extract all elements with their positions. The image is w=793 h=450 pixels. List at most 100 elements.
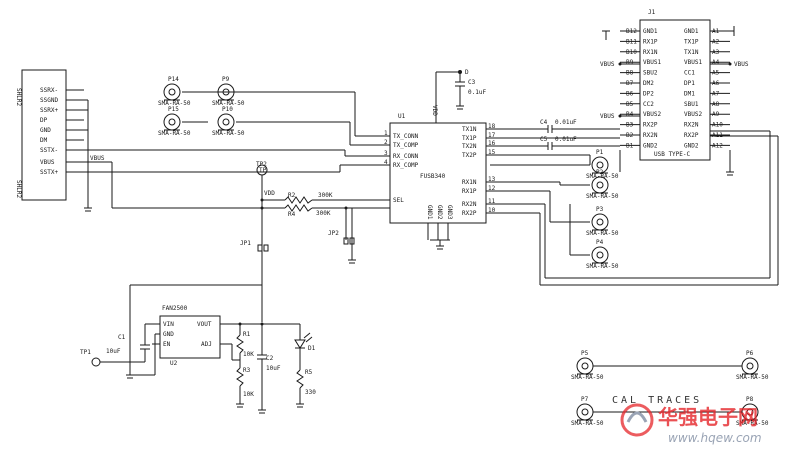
r3-ref: R3 [243,367,251,374]
left-connector-pin-1: SSGND [40,97,58,104]
r3-value: 10K [243,391,254,398]
sma-p3-label: SMA-RA-50 [586,230,619,237]
sma-p4-ref: P4 [596,239,604,246]
usb-c-right-pin-3: VBUS1 [684,59,702,66]
usb-c-left-pin-7: CC2 [643,101,654,108]
usb-c-right-pin-2: TX1N [684,49,699,56]
tp2-label: TP2 [256,161,267,168]
sma-p14-ref: P14 [168,76,179,83]
usb-c-vbus-right: VBUS [734,61,749,68]
usb-c-ref: J1 [648,9,656,16]
sma-p10-label: SMA-RA-50 [212,130,245,137]
usb-c-type: USB TYPE-C [654,151,691,158]
cal-sma-p6-label: SMA-RA-50 [736,374,769,381]
c1-ref: C1 [118,334,126,341]
left-connector-pin-6: SSTX- [40,147,58,154]
sma-p3-ref: P3 [596,206,604,213]
r1-value: 10K [243,351,254,358]
r2-value: 300K [318,192,333,199]
u1-bottom-pin-2: GND3 [446,205,453,220]
u1-right-pin-0: TX1N [462,126,477,133]
vdd-net-label: VDD [264,190,275,197]
u1-left-pin-2: RX_CONN [393,153,419,160]
u2-pin-vout: VOUT [197,321,212,328]
u2-pin-vin: VIN [163,321,174,328]
c1-value: 10uF [106,348,121,355]
u1-right-num-7: 10 [488,207,496,214]
r5-ref: R5 [305,369,313,376]
watermark-url: www.hqew.com [668,431,762,445]
u1-left-pin-1: TX_COMP [393,142,419,149]
tp-inner-label: TP [259,167,267,174]
vbus-net-label-left: VBUS [90,155,105,162]
left-connector-pin-0: SSRX- [40,87,58,94]
u1-right-pin-1: TX1P [462,135,477,142]
jp1-label: JP1 [240,240,251,247]
sma-right-group: P1SMA-RA-50P2SMA-RA-50P3SMA-RA-50P4SMA-R… [490,149,619,270]
usb-c-right-pin-6: DM1 [684,90,695,97]
left-connector-ref-bottom: SHLR2 [15,180,22,198]
u1-supply-label: D [465,69,469,76]
cal-sma-p6-ref: P6 [746,350,754,357]
cal-sma-p8-ref: P8 [746,396,754,403]
u1-right-num-4: 13 [488,176,496,183]
usb-c-left-pin-4: SBU2 [643,70,658,77]
u1-right-pin-4: RX1N [462,179,477,186]
watermark: 华强电子网 www.hqew.com [620,403,762,445]
u1-left-pin-3: RX_COMP [393,162,419,169]
u1-bottom-pin-1: GND2 [436,205,443,220]
c2-value: 10uF [266,365,281,372]
u2-pin-adj: ADJ [201,341,212,348]
sma-p9-ref: P9 [222,76,230,83]
sma-p14-label: SMA-RA-50 [158,100,191,107]
u1-redriver: U1 FUSB340 VDD TX_CONN1TX_COMP2RX_CONN3R… [384,105,496,240]
sma-p1-label: SMA-RA-50 [586,173,619,180]
jp2-label: JP2 [328,230,339,237]
sma-p15-ref: P15 [168,106,179,113]
watermark-cn: 华强电子网 [658,405,758,429]
usb-c-right-pin-4: CC1 [684,70,695,77]
usb-c-vbus-left2: VBUS [600,113,615,120]
usb-c-right-pin-9: RX2N [684,122,699,129]
u1-part: FUSB340 [420,173,446,180]
left-connector-pin-7: VBUS [40,159,55,166]
sma-left-group: P14SMA-RA-50P15SMA-RA-50P9SMA-RA-50P10SM… [158,76,245,137]
u1-right-num-5: 12 [488,185,496,192]
sma-p2-label: SMA-RA-50 [586,193,619,200]
u1-left-num-2: 3 [384,150,388,157]
sma-p2-ref: P2 [596,169,604,176]
u1-right-pin-6: RX2N [462,201,477,208]
left-connector: SHLR2 SHLR2 SSRX-SSGNDSSRX+DPGNDDMSSTX-V… [15,69,88,201]
r2-ref: R2 [288,192,296,199]
usb-c-left-pin-1: RX1P [643,38,658,45]
sma-p9-label: SMA-RA-50 [212,100,245,107]
left-connector-ref-top: SHLR2 [15,88,22,106]
usb-c-left-pin-3: VBUS1 [643,59,661,66]
u2-pin-gnd: GND [163,331,174,338]
usb-c-left-pin-9: RX2P [643,122,658,129]
u2-ldo: FAN2500 U2 VIN GND EN VOUT ADJ [159,305,221,367]
usb-c-right-pin-7: SBU1 [684,101,699,108]
usb-c-right-pin-1: TX1P [684,38,699,45]
sma-p4-label: SMA-RA-50 [586,263,619,270]
c5-ref: C5 [540,136,548,143]
u1-left-num-1: 2 [384,139,388,146]
u1-sel-pin: SEL [393,197,404,204]
usb-c-connector: J1 USB TYPE-C GND1B12RX1PB11RX1NB10VBUS1… [620,9,730,161]
usb-c-left-pin-8: VBUS2 [643,111,661,118]
usb-c-left-pin-11: GND2 [643,142,658,149]
left-connector-pin-3: DP [40,117,48,124]
r5-value: 330 [305,389,316,396]
c3-ref: C3 [468,79,476,86]
usb-c-left-pin-0: GND1 [643,28,658,35]
u1-right-num-2: 16 [488,140,496,147]
